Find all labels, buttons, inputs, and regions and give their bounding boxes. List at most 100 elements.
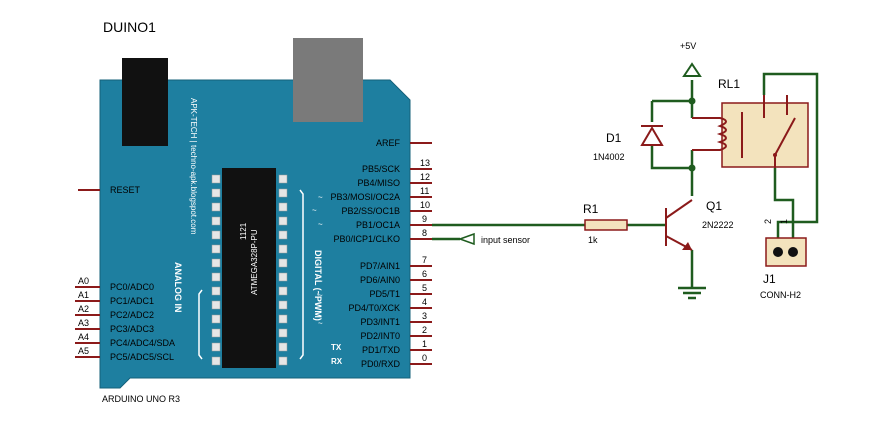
pin-num-3: 3 (422, 311, 427, 321)
analog-bracket (198, 289, 203, 360)
emitter-arrow-icon (682, 242, 692, 250)
pin-num-5: 5 (422, 283, 427, 293)
junction-bottom (688, 164, 696, 172)
diode-triangle-icon (640, 126, 664, 146)
pin-num-11: 11 (420, 186, 429, 196)
vcc-symbol: +5V (680, 41, 702, 77)
input-sensor-terminal: input sensor (457, 232, 530, 246)
r1-designator: R1 (583, 202, 599, 216)
wire-relay-no-to-j1 (762, 72, 819, 238)
analog-pin-name-a5: A5 (78, 346, 89, 356)
diode-d1: D1 1N4002 (593, 125, 664, 162)
resistor-r1: R1 1k (583, 202, 628, 245)
analog-pin-name-a1: A1 (78, 290, 89, 300)
pin-label-7: PD7/AIN1 (360, 261, 400, 271)
pin-num-10: 10 (420, 200, 430, 210)
relay-rl1: RL1 (692, 77, 809, 168)
j1-pin1-num: 1 (779, 219, 789, 224)
digital-section-label: DIGITAL (~PWM) (313, 250, 323, 321)
d1-designator: D1 (606, 131, 622, 145)
analog-pins: A0 A1 A2 A3 A4 A5 PC0/ADC0 PC1/ADC1 PC2/… (75, 276, 175, 362)
pin-label-12: PB4/MISO (357, 178, 400, 188)
j1-designator: J1 (763, 272, 776, 286)
pwm-mark-3: ~ (318, 319, 323, 328)
pwm-mark-5: ~ (318, 291, 323, 300)
pin-label-6: PD6/AIN0 (360, 275, 400, 285)
q1-designator: Q1 (706, 199, 722, 213)
analog-pin-label-a3: PC3/ADC3 (110, 324, 154, 334)
pin-label-8: PB0/ICP1/CLKO (333, 234, 400, 244)
aref-label: AREF (376, 138, 401, 148)
j1-pin2-hole (773, 247, 783, 257)
vcc-arrow-icon (682, 62, 702, 77)
relay-coil-icon (692, 117, 727, 151)
pin-label-4: PD4/T0/XCK (348, 303, 400, 313)
pin-num-12: 12 (420, 172, 430, 182)
analog-pin-name-a2: A2 (78, 304, 89, 314)
transistor-q1: Q1 2N2222 (665, 199, 734, 251)
r1-value: 1k (588, 235, 598, 245)
right-header (278, 174, 288, 366)
arduino-board: DUINO1 APK-TECH | techno-apk.blogspot.co… (99, 19, 411, 404)
connector-body (765, 237, 807, 267)
analog-pin-name-a0: A0 (78, 276, 89, 286)
analog-pin-label-a0: PC0/ADC0 (110, 282, 154, 292)
usb-connector (293, 38, 363, 122)
wires (432, 72, 819, 288)
d1-value: 1N4002 (593, 152, 625, 162)
rx-label: RX (331, 357, 343, 366)
vcc-label: +5V (680, 41, 696, 51)
pin-label-10: PB2/SS/OC1B (341, 206, 400, 216)
j1-pin1-hole (788, 247, 798, 257)
pwm-mark-11: ~ (318, 193, 323, 202)
pin-label-2: PD2/INT0 (360, 331, 400, 341)
pin-num-4: 4 (422, 297, 427, 307)
digital-pins-lower: PD7/AIN1 PD6/AIN0 PD5/T1 PD4/T0/XCK PD3/… (348, 255, 432, 369)
input-arrow-icon (457, 232, 475, 246)
pin-label-11: PB3/MOSI/OC2A (330, 192, 400, 202)
left-header (211, 174, 221, 366)
wire-diode-bottom (650, 145, 692, 170)
board-model: ARDUINO UNO R3 (102, 394, 180, 404)
junction-top (688, 97, 696, 105)
resistor-body (584, 219, 628, 231)
input-sensor-label: input sensor (481, 235, 530, 245)
atmega-chip (222, 168, 276, 368)
pwm-mark-10: ~ (312, 206, 317, 215)
pin-label-0: PD0/RXD (361, 359, 401, 369)
analog-pin-label-a4: PC4/ADC4/SDA (110, 338, 175, 348)
chip-code: 1121 (239, 222, 248, 240)
pin-label-3: PD3/INT1 (360, 317, 400, 327)
pin-num-6: 6 (422, 269, 427, 279)
pin-num-0: 0 (422, 353, 427, 363)
pin-label-1: PD1/TXD (362, 345, 401, 355)
j1-pin2-num: 2 (763, 219, 773, 224)
pin-num-13: 13 (420, 158, 430, 168)
pin-num-2: 2 (422, 325, 427, 335)
pin-label-9: PB1/OC1A (356, 220, 400, 230)
analog-pin-name-a3: A3 (78, 318, 89, 328)
pin-label-13: PB5/SCK (362, 164, 400, 174)
digital-bracket (299, 189, 304, 360)
pin-num-9: 9 (422, 214, 427, 224)
power-jack (122, 58, 168, 146)
q1-value: 2N2222 (702, 220, 734, 230)
analog-pin-name-a4: A4 (78, 332, 89, 342)
pin-num-8: 8 (422, 228, 427, 238)
analog-pin-label-a1: PC1/ADC1 (110, 296, 154, 306)
pwm-mark-6: ~ (318, 277, 323, 286)
digital-pins-upper: PB5/SCK PB4/MISO PB3/MOSI/OC2A PB2/SS/OC… (330, 158, 432, 244)
pin-num-7: 7 (422, 255, 427, 265)
analog-pin-label-a2: PC2/ADC2 (110, 310, 154, 320)
wire-relay-com-to-j1 (773, 168, 795, 238)
tx-label: TX (331, 343, 342, 352)
analog-section-label: ANALOG IN (173, 262, 183, 313)
chip-name: ATMEGA328P-PU (250, 229, 259, 295)
connector-j1: 2 1 J1 CONN-H2 (760, 219, 807, 300)
j1-value: CONN-H2 (760, 290, 801, 300)
rl1-designator: RL1 (718, 77, 740, 91)
pwm-mark-9: ~ (318, 220, 323, 229)
reset-label: RESET (110, 185, 141, 195)
brand-text: APK-TECH | techno-apk.blogspot.com (189, 98, 198, 235)
